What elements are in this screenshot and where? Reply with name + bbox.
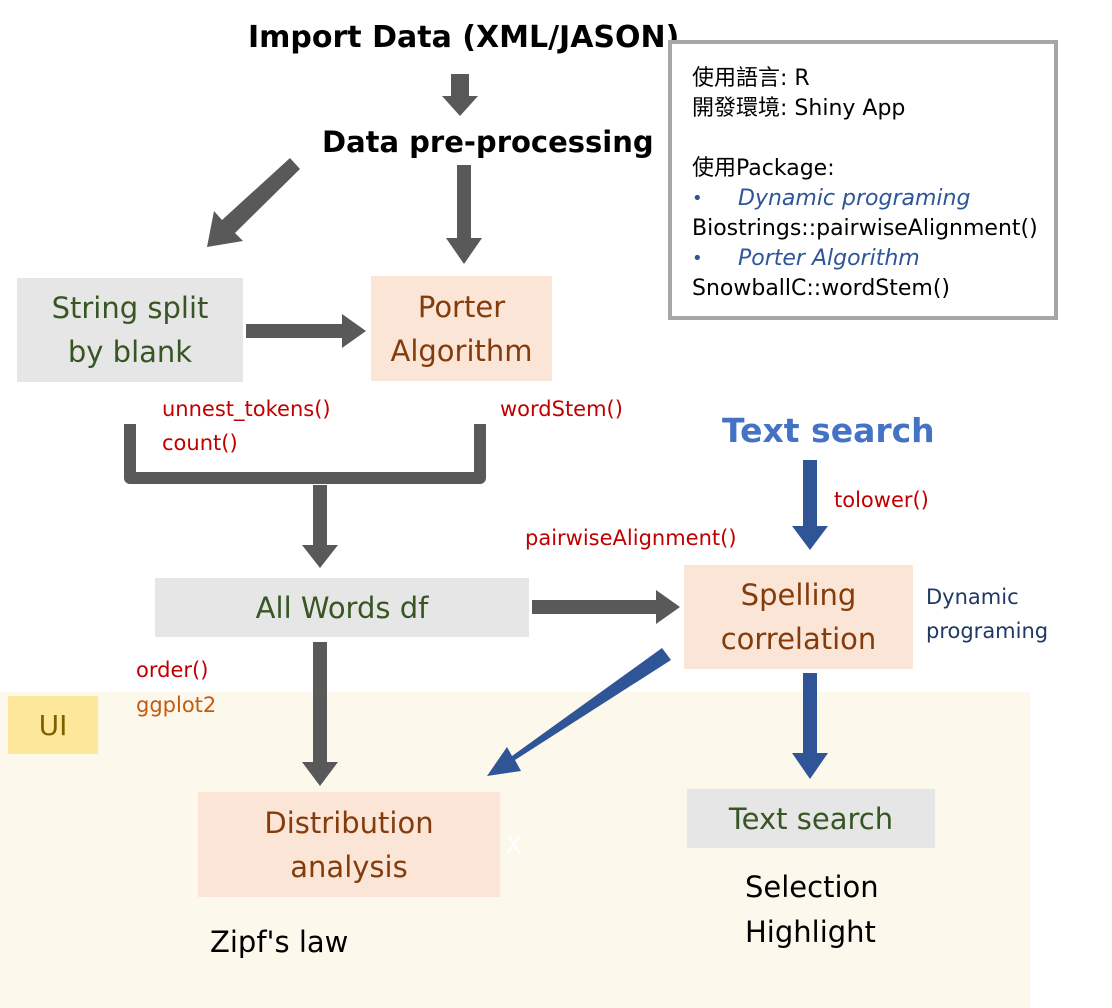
all-words-box: All Words df <box>155 578 529 637</box>
package-label: 使用Package: <box>692 156 835 181</box>
label-tolower: tolower() <box>834 488 929 512</box>
arrow-preprocess-to-split <box>207 158 300 247</box>
label-unnest-tokens: unnest_tokens() <box>162 397 331 421</box>
preprocessing-heading: Data pre-processing <box>322 125 654 159</box>
language-line: 使用語言: R <box>692 66 810 91</box>
environment-line: 開發環境: Shiny App <box>692 96 906 121</box>
bullet-icon: • <box>692 248 703 269</box>
highlight-label: Highlight <box>745 915 876 949</box>
label-ggplot2: ggplot2 <box>136 693 217 717</box>
text-search-heading: Text search <box>722 411 935 450</box>
label-dynamic: Dynamic <box>926 585 1019 609</box>
arrow-split-to-porter <box>246 314 366 348</box>
text-search-box: Text search <box>687 789 935 848</box>
ui-badge: UI <box>8 696 98 754</box>
bullet-dynamic: • Dynamic programing <box>692 184 1054 214</box>
zipf-law-label: Zipf's law <box>210 925 349 959</box>
arrow-title-to-preprocess <box>442 74 478 116</box>
x-mark: X <box>506 834 522 859</box>
label-programing: programing <box>926 619 1049 643</box>
label-pairwise-alignment: pairwiseAlignment() <box>525 526 737 550</box>
arrow-bracket-to-words <box>302 485 338 568</box>
func-pairwise: Biostrings::pairwiseAlignment() <box>692 216 1038 241</box>
arrow-words-to-spelling <box>532 590 680 624</box>
label-wordstem: wordStem() <box>500 397 623 421</box>
selection-label: Selection <box>745 870 879 904</box>
func-wordstem: SnowballC::wordStem() <box>692 276 951 301</box>
bullet-icon: • <box>692 188 703 209</box>
bullet-porter: • Porter Algorithm <box>692 244 1054 274</box>
arrow-spelling-to-textsearch-box <box>792 673 828 779</box>
label-count: count() <box>162 431 238 455</box>
arrow-words-to-distribution <box>302 642 338 786</box>
arrow-textsearch-to-spelling <box>792 460 828 550</box>
merge-bracket <box>124 424 486 484</box>
label-order: order() <box>136 658 209 682</box>
import-data-title: Import Data (XML/JASON) <box>248 20 680 55</box>
arrow-preprocess-to-porter <box>446 165 482 264</box>
arrow-spelling-to-distribution <box>487 648 671 776</box>
ui-region <box>0 692 1030 1008</box>
info-box: 使用語言: R 開發環境: Shiny App 使用Package: • Dyn… <box>668 40 1058 320</box>
